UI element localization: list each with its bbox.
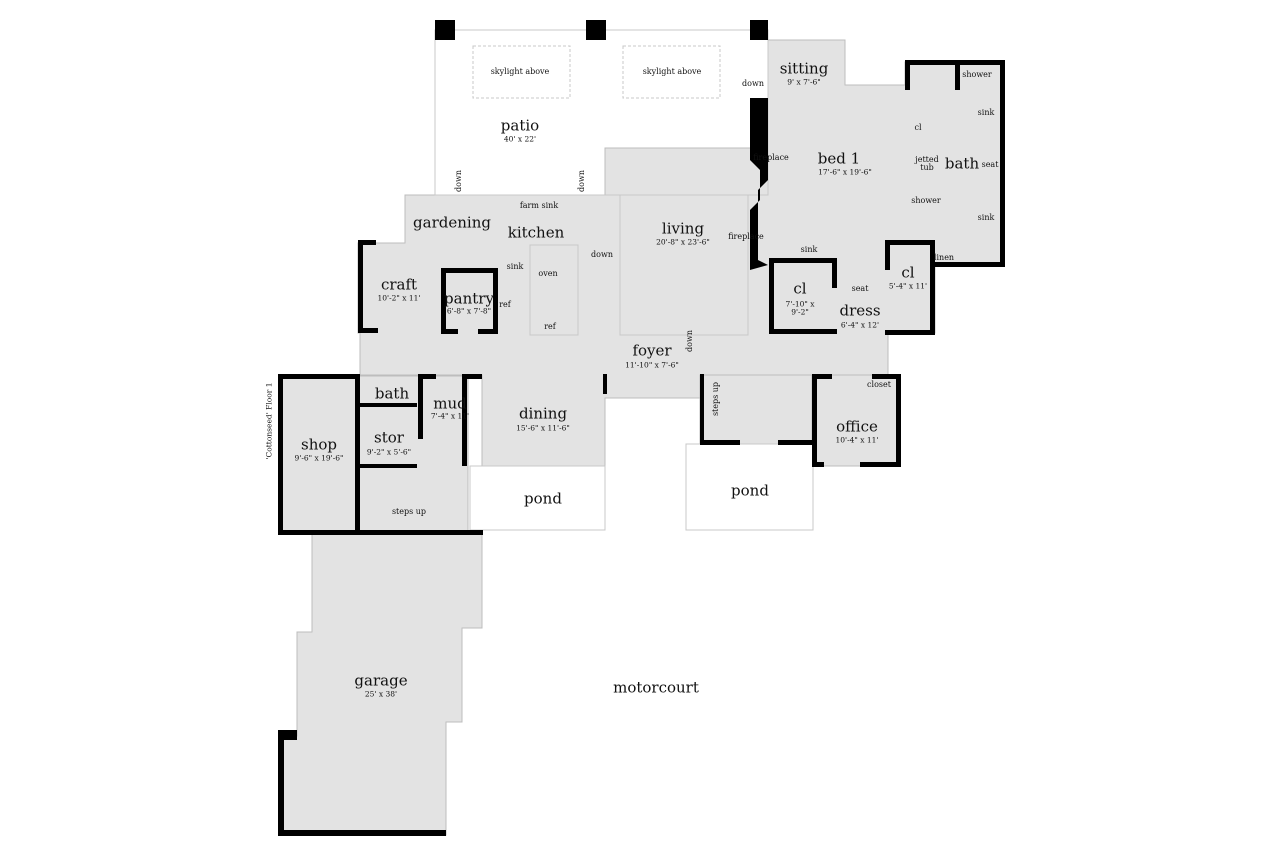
room-closet-2: cl (901, 263, 915, 282)
sink-label: sink (800, 245, 818, 254)
room-dining-dim: 15'-6" x 11'-6" (516, 423, 570, 433)
pond-2-outline (685, 443, 814, 531)
room-dress-dim: 6'-4" x 12' (840, 320, 880, 330)
room-gardening: gardening (413, 213, 491, 232)
down-label: down (685, 330, 694, 352)
down-label: down (742, 79, 764, 88)
walls (278, 20, 1005, 836)
sink-label: sink (977, 108, 995, 117)
room-foyer-dim: 11'-10" x 7'-6" (625, 360, 679, 370)
shower-label: shower (911, 196, 941, 205)
room-office-dim: 10'-4" x 11' (835, 435, 879, 445)
room-craft: craft (380, 275, 418, 294)
sink-label: sink (977, 213, 995, 222)
skylight-label-1: skylight above (490, 67, 550, 76)
room-stor: stor (374, 428, 404, 447)
room-garage-dim: 25' x 38' (364, 689, 398, 699)
room-pantry-dim: 6'-8" x 7'-8" (446, 306, 492, 316)
skylight-2 (622, 45, 721, 99)
sink-label: sink (506, 262, 524, 271)
room-office: office (836, 417, 878, 436)
room-mud: mud (433, 394, 467, 413)
room-living: living (661, 219, 705, 238)
down-label: down (454, 170, 463, 192)
room-master-bath: bath (944, 154, 980, 173)
room-shop-dim: 9'-6" x 19'-6" (294, 453, 344, 463)
room-bath: bath (374, 384, 410, 403)
ref-label: ref (499, 300, 511, 309)
room-bed-1-dim: 17'-6" x 19'-6" (818, 167, 872, 177)
room-dress: dress (839, 301, 881, 320)
seat-label: seat (851, 284, 869, 293)
room-sitting: sitting (779, 59, 829, 78)
room-garage: garage (354, 671, 408, 690)
skylight-1 (472, 45, 571, 99)
room-pond-2: pond (731, 481, 769, 500)
oven-label: oven (538, 269, 558, 278)
pond-1-outline (469, 465, 606, 531)
room-living-dim: 20'-8" x 23'-6" (656, 237, 710, 247)
kitchen-island (529, 244, 579, 336)
room-closet-2-dim: 5'-4" x 11' (888, 281, 928, 291)
room-stor-dim: 9'-2" x 5'-6" (366, 447, 412, 457)
room-craft-dim: 10'-2" x 11' (377, 293, 421, 303)
farm-sink-label: farm sink (519, 201, 559, 210)
fireplace-label: fireplace (753, 153, 789, 162)
seat-label: seat (981, 160, 999, 169)
room-pantry: pantry (444, 289, 494, 308)
fireplace-label: fireplace (728, 232, 764, 241)
room-sitting-dim: 9' x 7'-6" (787, 77, 821, 87)
plan-title: 'Cottonseed' Floor 1 (264, 382, 274, 460)
room-closet-1: cl (793, 279, 807, 298)
steps-up-label: steps up (391, 507, 427, 516)
room-foyer: foyer (632, 341, 672, 360)
room-motorcourt: motorcourt (613, 678, 699, 697)
closet-label: closet (867, 380, 891, 389)
room-shop: shop (301, 435, 337, 454)
room-patio-dim: 40' x 22' (503, 134, 537, 144)
shower-label: shower (962, 70, 992, 79)
jetted-tub-label: jetted tub (915, 155, 939, 172)
down-label: down (577, 170, 586, 192)
skylight-label-2: skylight above (642, 67, 702, 76)
room-bed-1: bed 1 (817, 149, 861, 168)
room-pond-1: pond (524, 489, 562, 508)
closet-label: cl (914, 123, 922, 132)
linen-label: linen (933, 253, 955, 262)
down-label: down (591, 250, 613, 259)
room-patio: patio (500, 116, 540, 135)
room-closet-1-dim: 7'-10" x 9'-2" (785, 299, 815, 316)
room-kitchen: kitchen (507, 223, 565, 242)
room-dining: dining (518, 404, 568, 423)
ref-label: ref (544, 322, 556, 331)
steps-up-label: steps up (711, 381, 720, 417)
room-mud-dim: 7'-4" x 11' (430, 411, 470, 421)
living-rug (619, 194, 749, 336)
